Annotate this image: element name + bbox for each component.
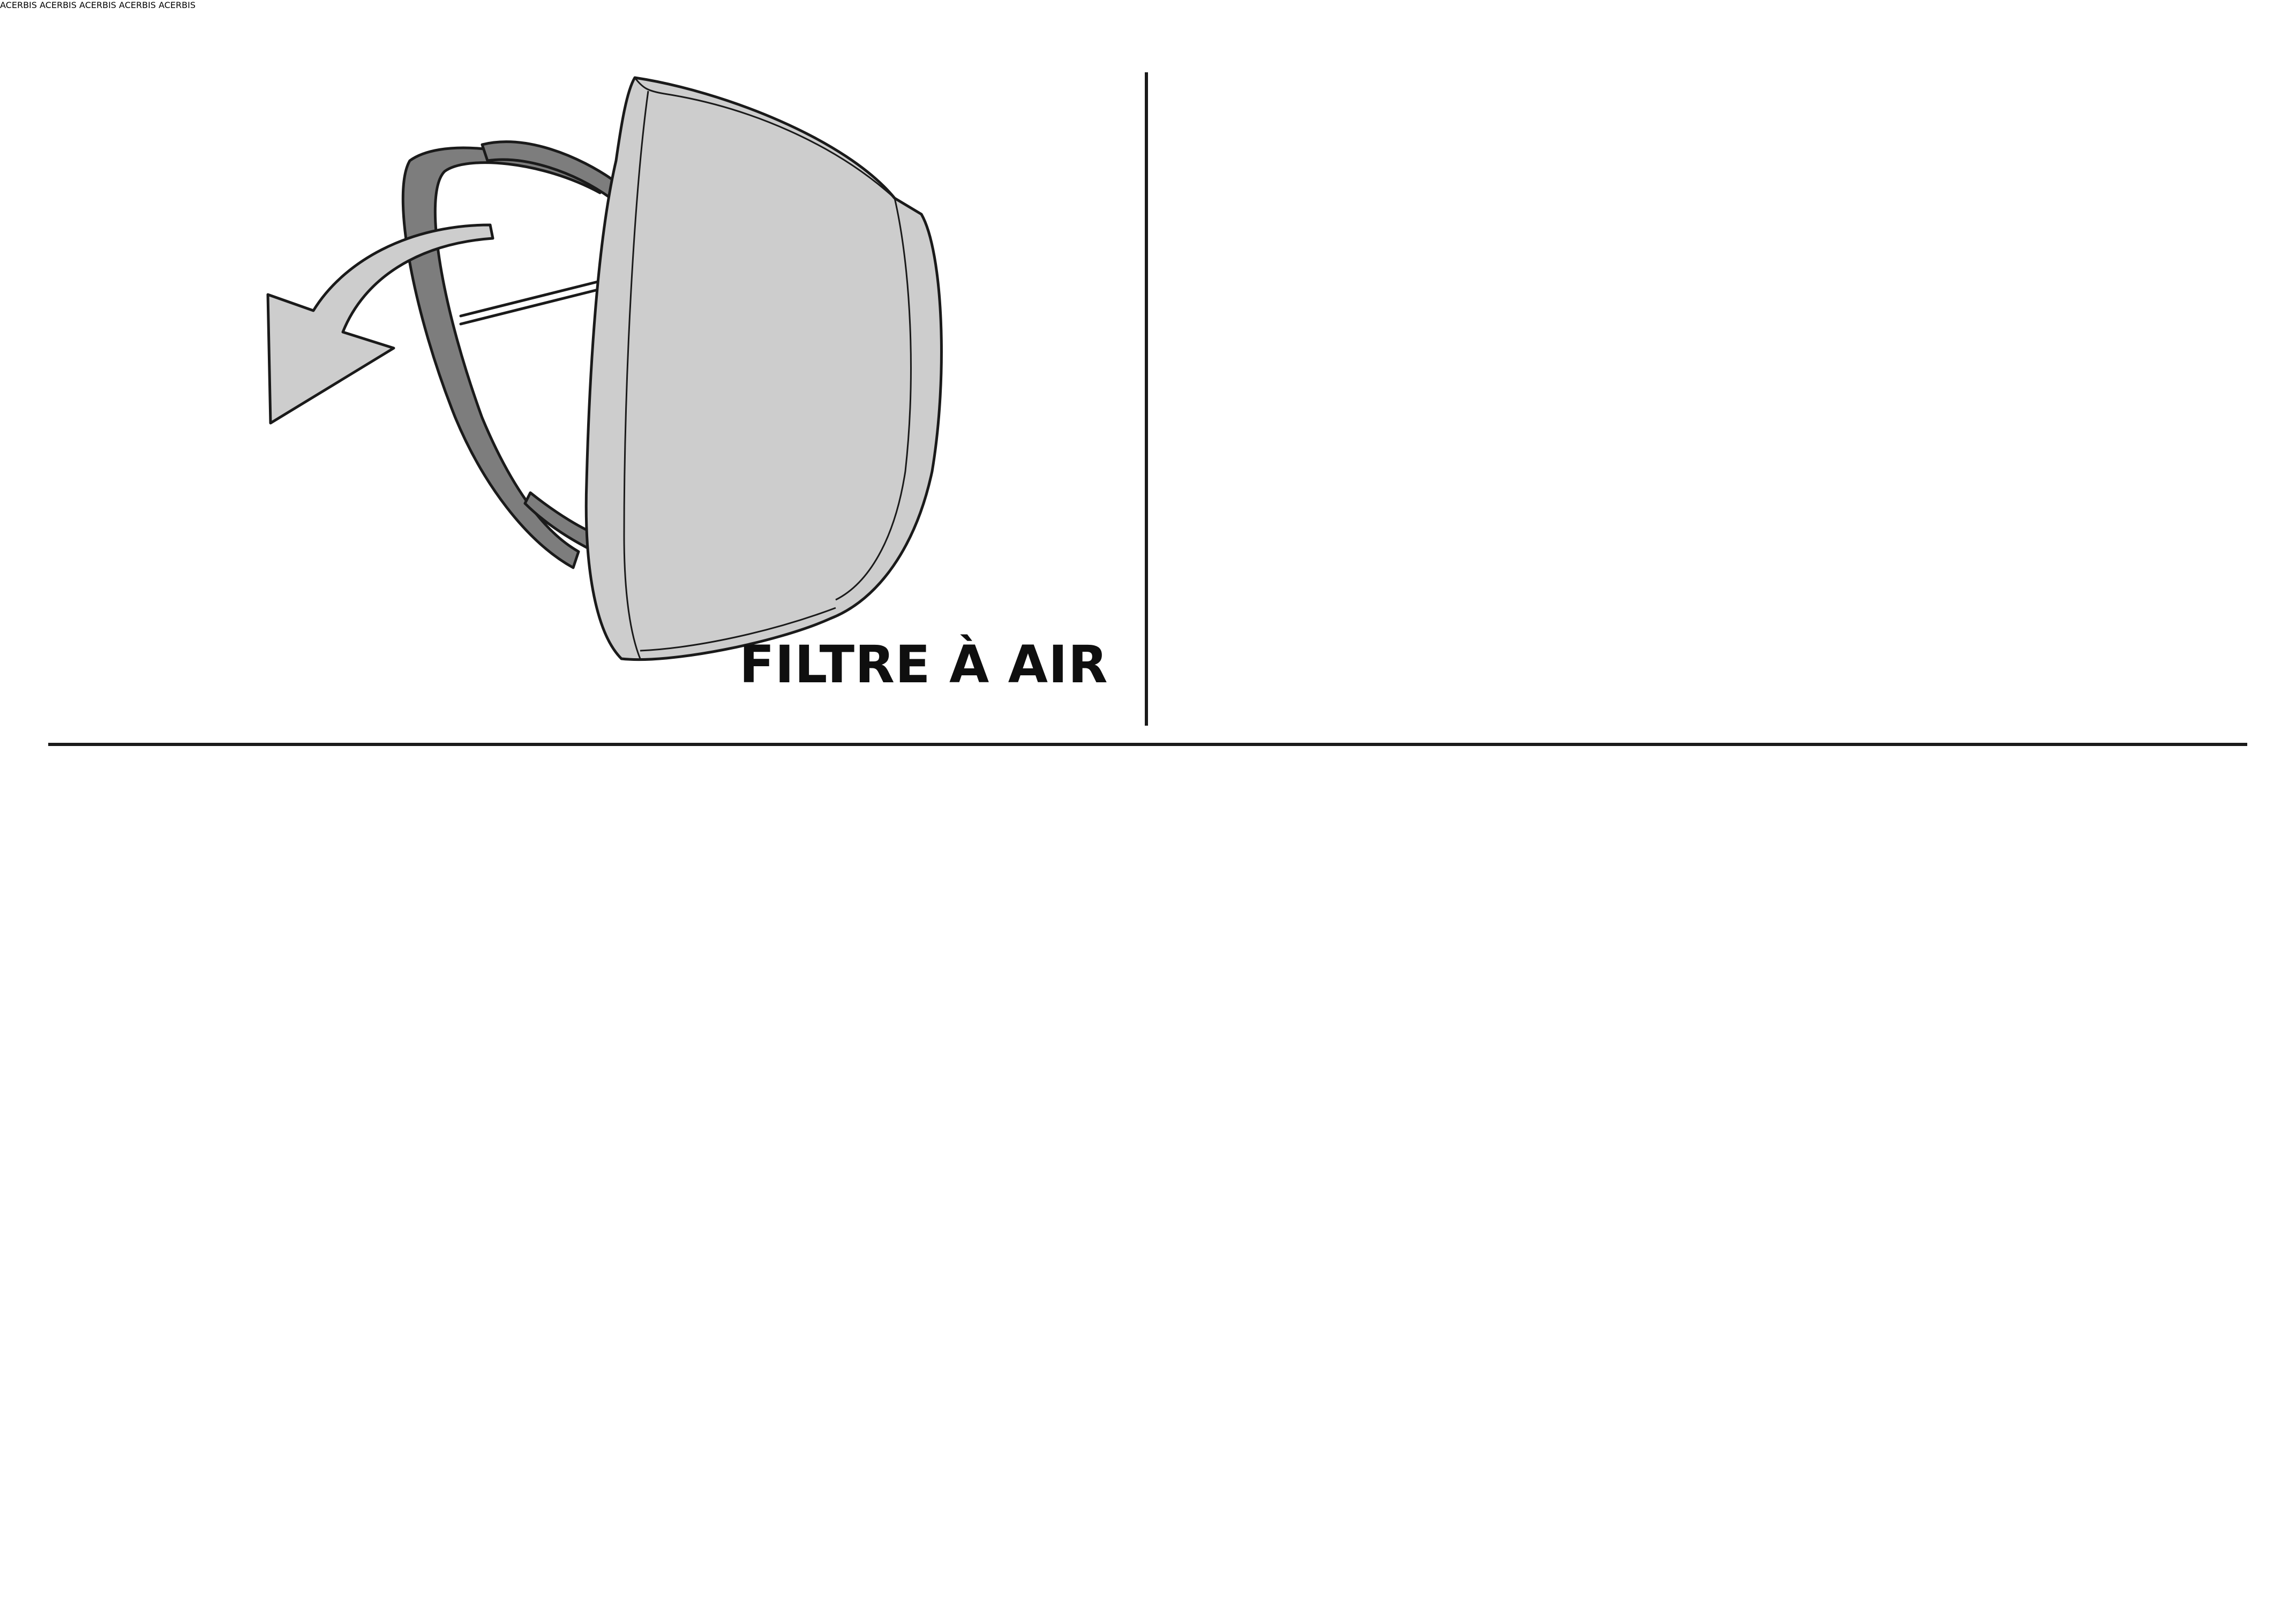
- panel-dust-cover: ACERBIS: [0, 0, 40, 10]
- covered-filter-large: ACERBIS: [119, 0, 159, 10]
- brand-logo-1: ACERBIS: [40, 0, 77, 10]
- panel-remove-filter: [266, 76, 943, 661]
- foam-filter: [584, 76, 943, 661]
- filter-cage: [401, 146, 602, 569]
- dust-cover-cone: ACERBIS: [0, 0, 40, 10]
- brand-logo-3: ACERBIS: [119, 0, 156, 10]
- covered-filter-flat: ACERBIS: [79, 0, 119, 10]
- air-filter-caption: FILTRE À AIR: [739, 635, 1108, 695]
- brand-logo-4: ACERBIS: [159, 0, 196, 10]
- panel-covered-filters: ACERBIS ACERBIS: [40, 0, 196, 10]
- curved-arrow-left: [266, 223, 494, 425]
- covered-filter-on-cage: ACERBIS: [40, 0, 79, 10]
- brand-logo-cone: ACERBIS: [0, 0, 37, 10]
- covered-filter-front: ACERBIS: [159, 0, 196, 10]
- brand-logo-2: ACERBIS: [79, 0, 116, 10]
